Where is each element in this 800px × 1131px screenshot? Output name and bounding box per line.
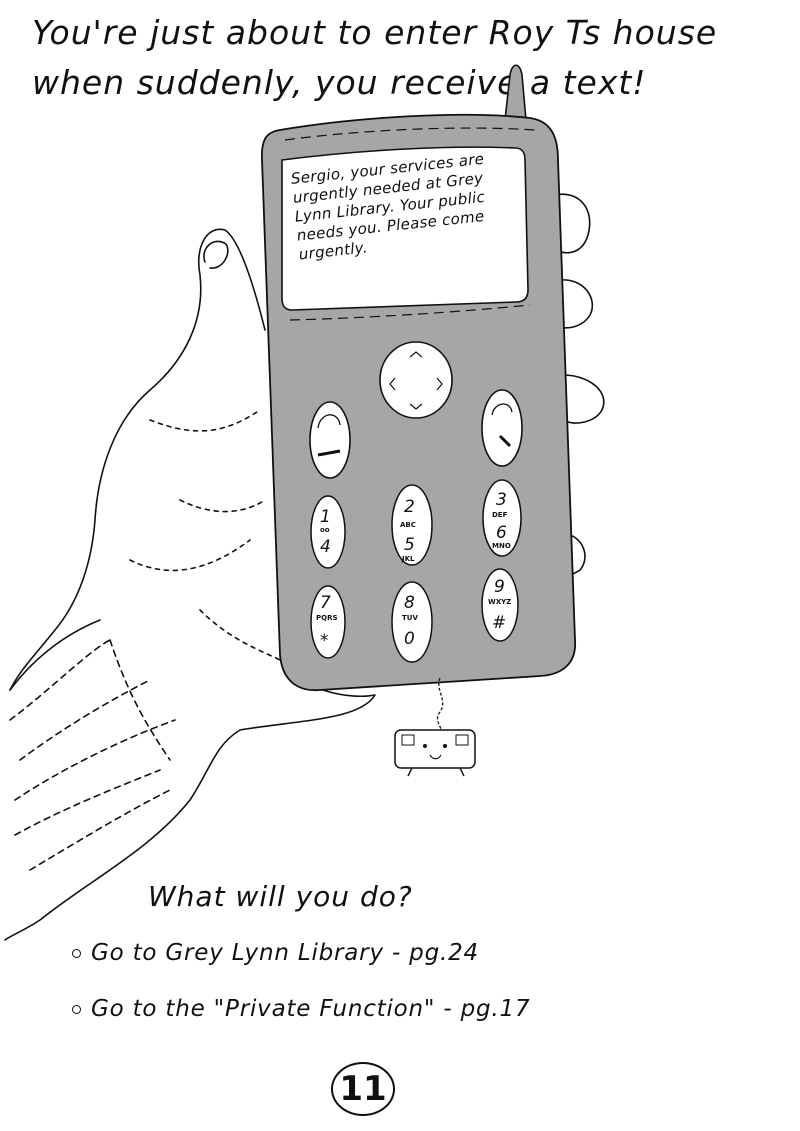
intro-caption: You're just about to enter Roy Ts house … <box>32 13 718 102</box>
page-number: 11 <box>331 1062 395 1116</box>
svg-text:oo: oo <box>320 526 330 534</box>
choice-private-function[interactable]: Go to the "Private Function" - pg.17 <box>72 996 530 1022</box>
svg-text:*: * <box>320 631 329 651</box>
svg-text:MNO: MNO <box>492 542 511 550</box>
svg-text:JKL: JKL <box>401 555 415 563</box>
svg-text:0: 0 <box>404 629 415 649</box>
thumbnail <box>203 240 229 269</box>
key-8-0 <box>391 581 433 663</box>
key-3-6 <box>482 479 522 557</box>
phone-antenna <box>504 64 527 121</box>
svg-text:8: 8 <box>404 593 415 613</box>
choice-label: Go to Grey Lynn Library - pg.24 <box>91 940 479 966</box>
svg-text:TUV: TUV <box>402 614 418 622</box>
palm-outline <box>4 664 376 941</box>
svg-text:6: 6 <box>496 523 507 543</box>
svg-text:1: 1 <box>320 507 331 527</box>
svg-text:#: # <box>492 613 506 633</box>
key-1-4 <box>310 495 346 569</box>
phone-screen <box>281 146 529 311</box>
svg-text:4: 4 <box>320 537 331 557</box>
finger-1 <box>554 193 591 254</box>
charm-string <box>436 677 444 739</box>
finger-2 <box>557 279 594 329</box>
key-2-5 <box>391 484 433 566</box>
svg-text:9: 9 <box>494 577 505 597</box>
svg-text:5: 5 <box>404 535 415 555</box>
thumb-outline <box>9 228 266 691</box>
svg-text:WXYZ: WXYZ <box>488 598 511 606</box>
bullet-icon <box>72 1004 81 1014</box>
question-heading: What will you do? <box>148 880 413 913</box>
finger-3 <box>564 374 605 424</box>
call-button <box>309 401 351 479</box>
bullet-icon <box>72 948 81 958</box>
svg-text:PQRS: PQRS <box>316 614 338 622</box>
choice-grey-lynn-library[interactable]: Go to Grey Lynn Library - pg.24 <box>72 940 479 966</box>
sleeve-outline <box>9 619 101 691</box>
choice-label: Go to the "Private Function" - pg.17 <box>91 996 531 1022</box>
palm-creases <box>129 409 281 661</box>
key-7-star <box>310 585 346 659</box>
key-9-hash <box>481 568 519 642</box>
sleeve-hatch <box>9 639 176 871</box>
svg-text:DEF: DEF <box>492 511 508 519</box>
svg-text:2: 2 <box>404 497 415 517</box>
end-call-button <box>481 389 523 467</box>
svg-text:3: 3 <box>496 490 507 510</box>
nav-button <box>379 341 453 419</box>
svg-text:ABC: ABC <box>400 521 416 529</box>
svg-text:7: 7 <box>320 593 331 613</box>
charm-character <box>394 729 476 777</box>
